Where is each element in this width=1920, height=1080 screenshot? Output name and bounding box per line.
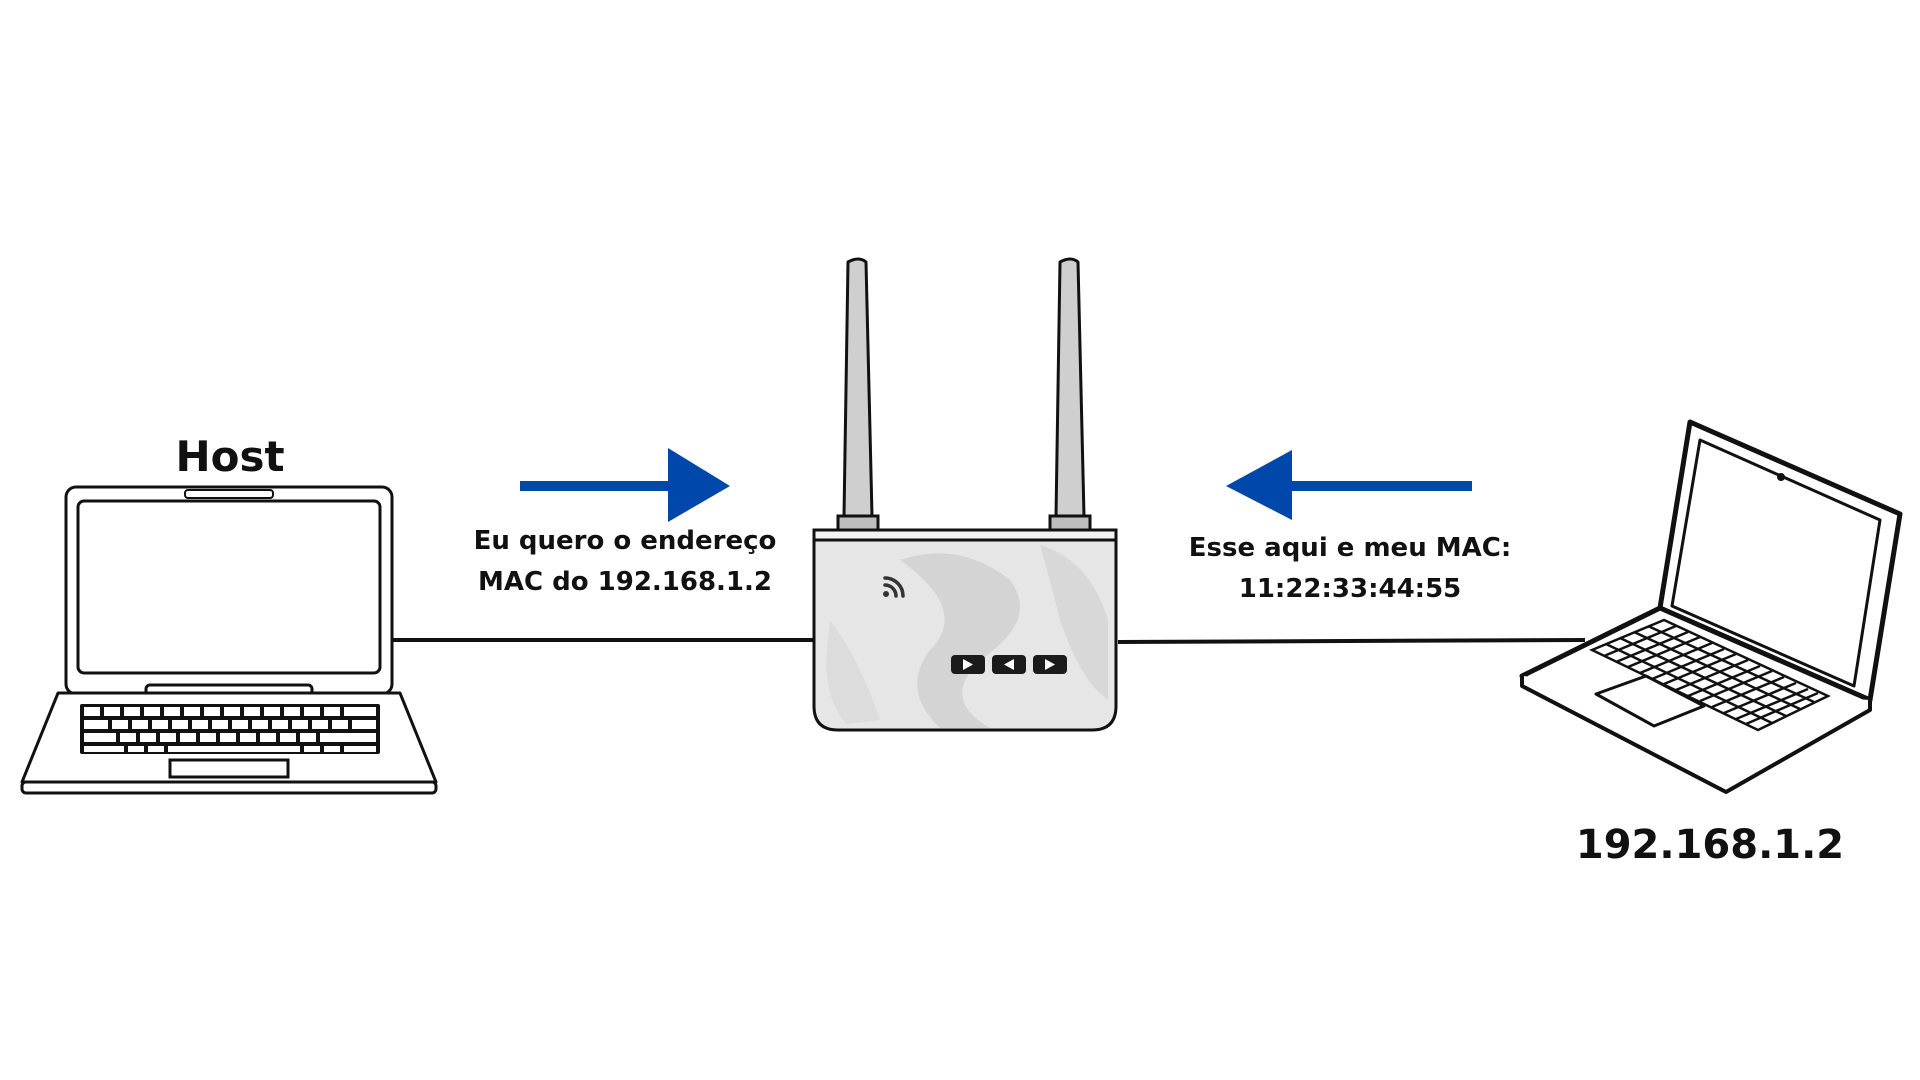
reply-message-line2: 11:22:33:44:55: [1238, 574, 1462, 604]
request-message-line2: MAC do 192.168.1.2: [477, 567, 772, 597]
reply-message-line1: Esse aqui e meu MAC:: [1188, 533, 1512, 563]
arrow-left-icon: [1226, 450, 1472, 520]
arrow-right-icon: [520, 448, 730, 522]
request-message: Eu quero o endereço MAC do 192.168.1.2: [455, 521, 795, 603]
router-port-buttons: [951, 655, 1067, 674]
laptop-icon: [1519, 419, 1903, 794]
laptop-icon: [20, 485, 438, 795]
target-ip-label: 192.168.1.2: [1575, 822, 1845, 868]
request-message-line1: Eu quero o endereço: [473, 526, 777, 556]
cable-router-target: [1117, 638, 1586, 644]
wifi-router-icon: [812, 257, 1118, 732]
wifi-icon: [883, 576, 905, 598]
host-label: Host: [175, 432, 285, 481]
reply-message: Esse aqui e meu MAC: 11:22:33:44:55: [1180, 528, 1520, 610]
